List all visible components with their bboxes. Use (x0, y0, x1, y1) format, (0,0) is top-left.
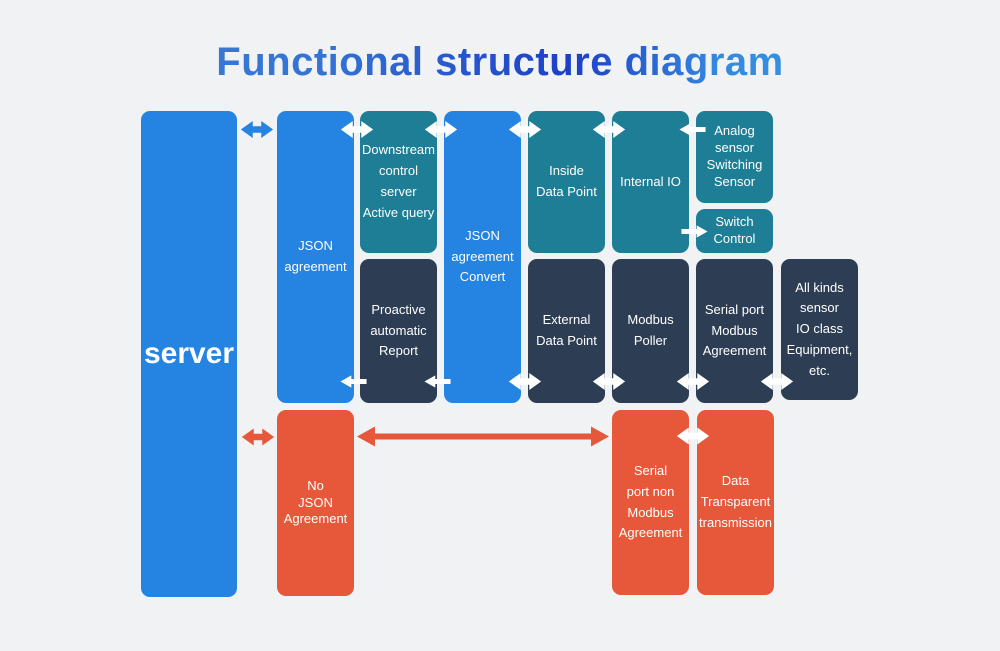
left-arrow-icon-analog-to-internalio (679, 123, 706, 136)
node-modbus-poller: Modbus Poller (612, 259, 689, 403)
node-server: server (141, 111, 237, 597)
node-downstream-control-server: Downstream control server Active query (360, 111, 437, 253)
node-internal-io: Internal IO (612, 111, 689, 253)
node-serial-port-non-modbus-agreement: Serial port non Modbus Agreement (612, 410, 689, 595)
node-no-json-agreement: No JSON Agreement (277, 410, 354, 596)
double-arrow-icon-convert-inside (508, 121, 542, 138)
node-proactive-automatic-report: Proactive automatic Report (360, 259, 437, 403)
server-label: server (143, 337, 235, 370)
node-json-agreement-convert: JSON agreement Convert (444, 111, 521, 403)
double-arrow-icon-external-modbuspoller (592, 373, 626, 390)
double-arrow-icon-serialmodbus-allkinds (760, 373, 794, 390)
left-arrow-icon-proactive-to-json (340, 375, 367, 388)
double-arrow-icon-convert-external (508, 373, 542, 390)
node-switch-control: Switch Control (696, 209, 773, 253)
double-arrow-icon-json-downstream (340, 121, 374, 138)
double-arrow-icon-modbuspoller-serialmodbus (676, 373, 710, 390)
double-arrow-icon-server-nojson (241, 428, 275, 446)
node-analog-switching-sensor: Analog sensor Switching Sensor (696, 111, 773, 203)
node-json-agreement: JSON agreement (277, 111, 354, 403)
node-all-kinds-equipment: All kinds sensor IO class Equipment, etc… (781, 259, 858, 400)
double-arrow-icon-inside-internalio (592, 121, 626, 138)
double-arrow-icon-serialnon-datatrans (676, 427, 710, 445)
right-arrow-icon-internalio-to-switch-control (681, 225, 708, 238)
page-title: Functional structure diagram (0, 40, 1000, 85)
left-arrow-icon-convert-to-proactive (424, 375, 451, 388)
long-double-arrow-icon-nojson-serialnon (357, 426, 609, 447)
node-data-transparent-transmission: Data Transparent transmission (697, 410, 774, 595)
node-external-data-point: External Data Point (528, 259, 605, 403)
double-arrow-icon-downstream-convert (424, 121, 458, 138)
node-serial-port-modbus-agreement: Serial port Modbus Agreement (696, 259, 773, 403)
node-inside-data-point: Inside Data Point (528, 111, 605, 253)
double-arrow-icon-server-json (240, 121, 274, 138)
